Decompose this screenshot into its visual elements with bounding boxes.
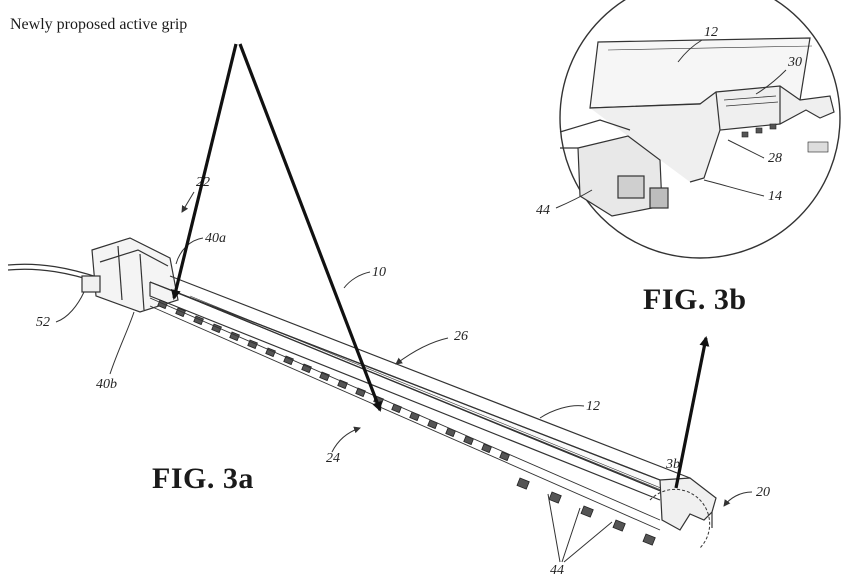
arrow-to-grip-left <box>171 43 238 300</box>
ref-44-detail: 44 <box>536 203 550 218</box>
cable <box>7 263 101 279</box>
detail-view-3b <box>559 0 841 259</box>
ref-10: 10 <box>372 265 386 280</box>
connector-52 <box>81 275 101 293</box>
figure-label-3a: FIG. 3a <box>152 462 254 495</box>
reference-numerals: 22 40a 52 40b 10 26 12 24 3b 20 44 12 30… <box>36 25 802 578</box>
ref-12-main: 12 <box>586 399 600 414</box>
annotation-arrows <box>171 43 710 489</box>
ref-40a: 40a <box>205 231 226 246</box>
rail-end-profile <box>659 477 717 531</box>
ref-44-main: 44 <box>550 563 564 578</box>
ref-52: 52 <box>36 315 50 330</box>
ref-3b: 3b <box>665 457 680 472</box>
figure-label-3b: FIG. 3b <box>643 283 747 316</box>
ref-26: 26 <box>454 329 468 344</box>
arrow-to-fig3b <box>674 336 710 489</box>
ref-12-detail: 12 <box>704 25 718 40</box>
grip-teeth <box>157 299 656 546</box>
ref-20: 20 <box>756 485 770 500</box>
rail-assembly <box>7 237 717 546</box>
end-bracket <box>91 237 179 313</box>
ref-24: 24 <box>326 451 340 466</box>
arrow-to-grip-middle <box>238 43 382 412</box>
ref-40b: 40b <box>96 377 117 392</box>
ref-30: 30 <box>787 55 802 70</box>
annotation-caption: Newly proposed active grip <box>10 16 188 33</box>
ref-14: 14 <box>768 189 782 204</box>
ref-28: 28 <box>768 151 782 166</box>
